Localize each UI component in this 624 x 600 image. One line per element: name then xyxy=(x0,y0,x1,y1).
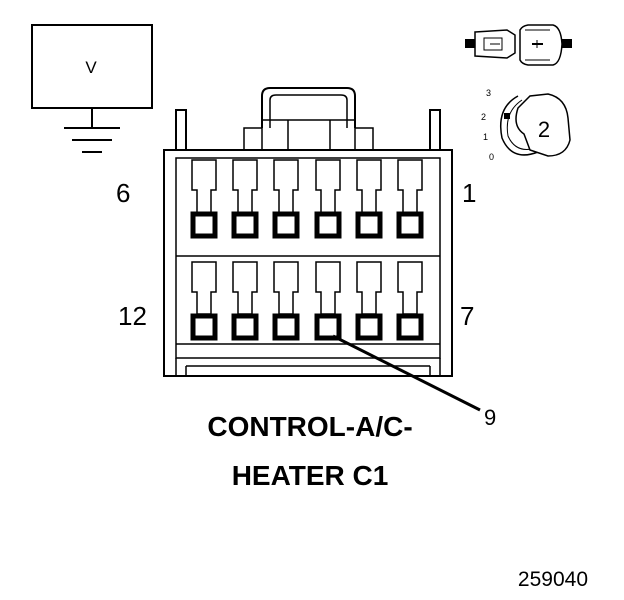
pin-label-12: 12 xyxy=(118,301,147,331)
terminal-11 xyxy=(231,261,259,341)
pin-label-7: 7 xyxy=(460,301,474,331)
terminal-1 xyxy=(396,159,424,239)
terminal-5 xyxy=(231,159,259,239)
callout-leader xyxy=(332,334,481,412)
position-dial-icon: 3 2 1 0 2 xyxy=(481,88,571,162)
ground-icon xyxy=(64,127,120,153)
terminal-10 xyxy=(272,261,300,341)
connector-housing xyxy=(163,149,453,377)
callout-label-9: 9 xyxy=(484,405,496,430)
connector-title-line1: CONTROL-A/C- xyxy=(207,411,412,442)
terminal-2 xyxy=(355,159,383,239)
terminal-6 xyxy=(190,159,218,239)
voltmeter-label: V xyxy=(85,58,97,77)
pin-label-1: 1 xyxy=(462,178,476,208)
dial-tick-0: 0 xyxy=(489,152,494,162)
terminal-9 xyxy=(314,261,342,341)
terminal-7 xyxy=(396,261,424,341)
terminal-4 xyxy=(272,159,300,239)
dial-value: 2 xyxy=(538,117,550,142)
dial-tick-1: 1 xyxy=(483,132,488,142)
terminal-row-top xyxy=(190,159,424,239)
dial-tick-2: 2 xyxy=(481,112,486,122)
terminal-12 xyxy=(190,261,218,341)
terminal-3 xyxy=(314,159,342,239)
voltmeter-symbol: V xyxy=(31,24,153,153)
connector-mating-icon xyxy=(465,24,572,66)
terminal-row-bottom xyxy=(190,261,424,341)
terminal-8 xyxy=(355,261,383,341)
connector-title-line2: HEATER C1 xyxy=(232,460,389,491)
pin-label-6: 6 xyxy=(116,178,130,208)
lock-tab xyxy=(261,87,356,128)
figure-number: 259040 xyxy=(518,568,588,591)
dial-tick-3: 3 xyxy=(486,88,491,98)
connector-face xyxy=(163,87,481,412)
